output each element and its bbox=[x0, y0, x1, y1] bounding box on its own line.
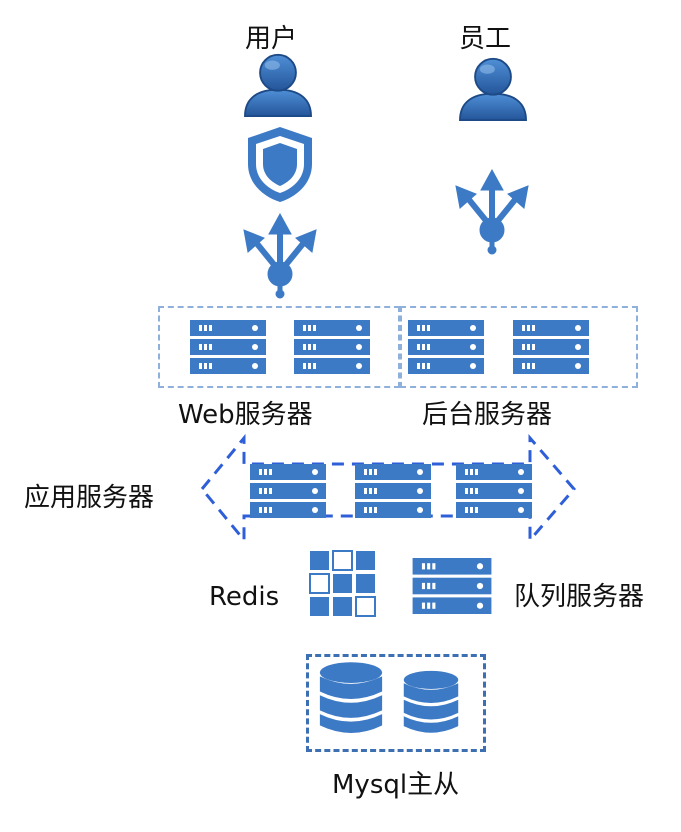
user-icon bbox=[235, 52, 321, 118]
staff-user-icon bbox=[450, 56, 536, 122]
app-server-double-arrow bbox=[200, 433, 576, 545]
mysql-group bbox=[306, 654, 486, 752]
admin-server-label: 后台服务器 bbox=[422, 400, 553, 430]
user-network-hub-icon bbox=[240, 210, 320, 300]
mysql-slave-database-icon bbox=[402, 670, 460, 736]
web-server-group bbox=[158, 306, 400, 388]
staff-label: 员工 bbox=[459, 24, 512, 54]
web-server-label: Web服务器 bbox=[178, 400, 313, 430]
admin-server-group bbox=[400, 306, 638, 388]
queue-server-label: 队列服务器 bbox=[514, 582, 645, 612]
app-server-1-icon bbox=[250, 464, 326, 518]
user-label: 用户 bbox=[245, 24, 298, 54]
staff-network-hub-icon bbox=[452, 166, 532, 256]
queue-server-icon bbox=[412, 558, 492, 614]
web-server-1-icon bbox=[190, 320, 266, 374]
redis-grid-icon bbox=[309, 550, 376, 617]
shield-icon bbox=[248, 127, 312, 202]
mysql-master-database-icon bbox=[318, 660, 384, 738]
admin-server-2-icon bbox=[513, 320, 589, 374]
mysql-label: Mysql主从 bbox=[332, 770, 460, 800]
web-server-2-icon bbox=[294, 320, 370, 374]
app-server-label: 应用服务器 bbox=[24, 483, 155, 513]
admin-server-1-icon bbox=[408, 320, 484, 374]
redis-label: Redis bbox=[209, 582, 280, 612]
app-server-2-icon bbox=[355, 464, 431, 518]
app-server-3-icon bbox=[456, 464, 532, 518]
